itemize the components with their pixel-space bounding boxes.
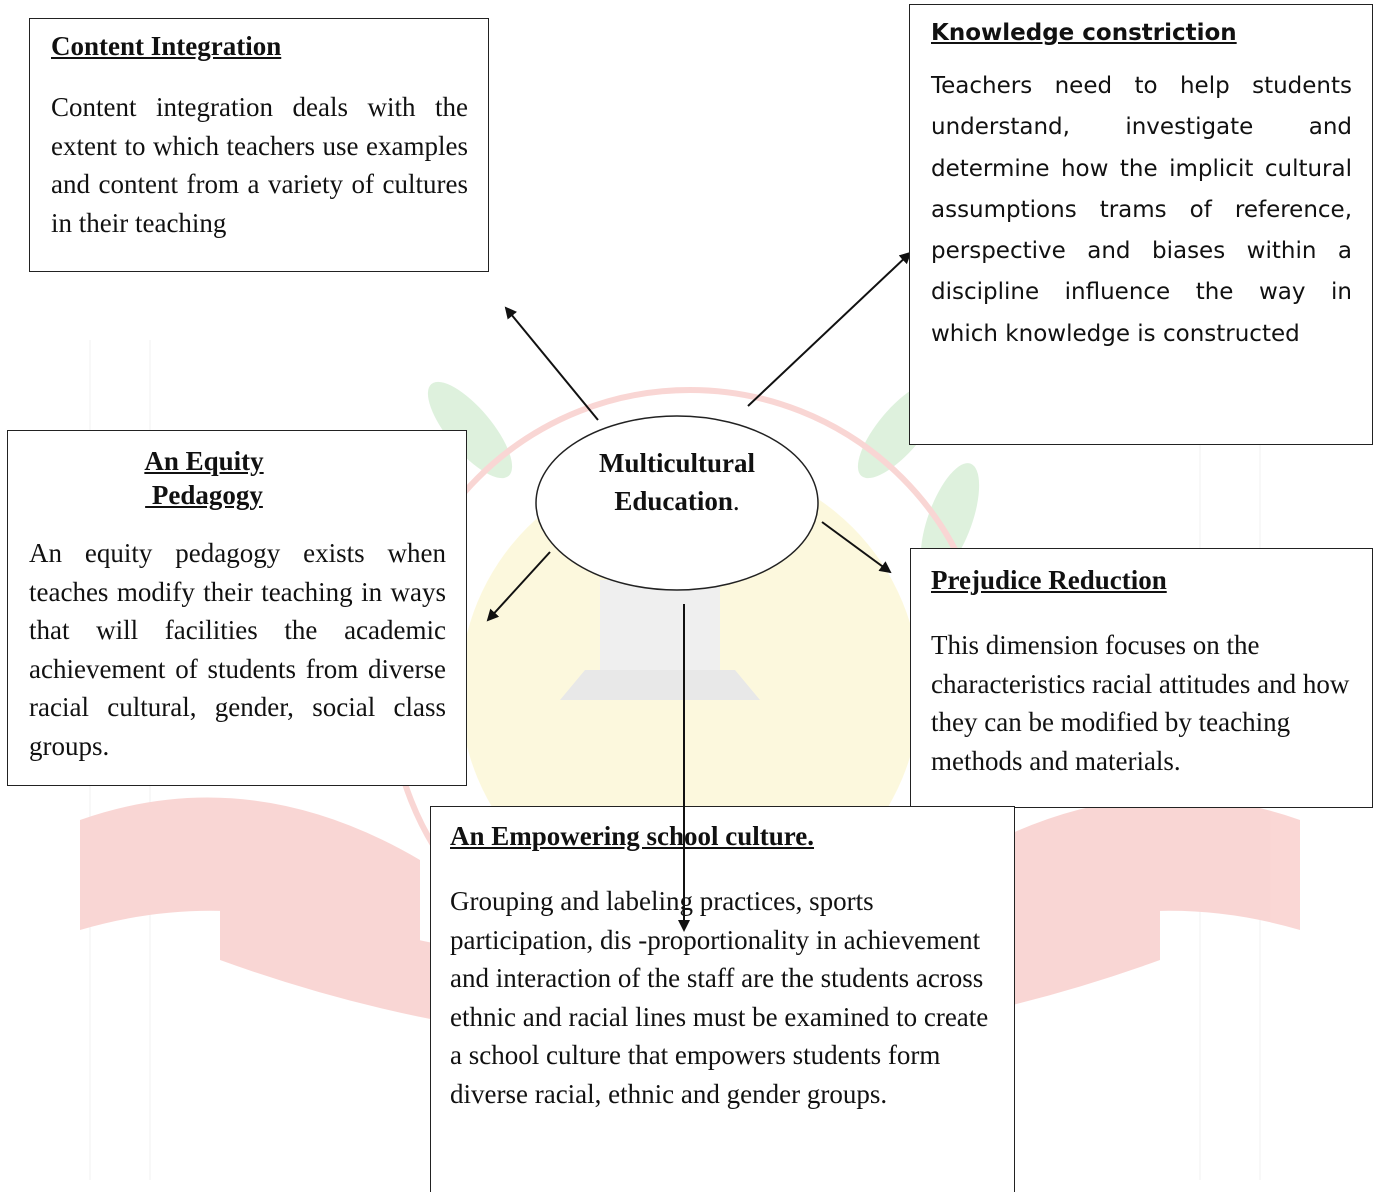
ribbon-shape: [80, 797, 420, 960]
equity-pedagogy-text: An equity pedagogy exists when teaches m…: [29, 538, 446, 761]
content-integration-text: Content integration deals with the exten…: [51, 92, 468, 238]
central-ellipse: [535, 415, 819, 591]
central-concept-node: Multicultural Education.: [534, 414, 820, 592]
empowering-culture-text: Grouping and labeling practices, sports …: [450, 886, 989, 1109]
prejudice-reduction-node: Prejudice Reduction This dimension focus…: [910, 548, 1373, 808]
central-concept-line1: Multicultural: [599, 448, 755, 478]
equity-pedagogy-node: An Equity Pedagogy An equity pedagogy ex…: [7, 430, 467, 786]
empowering-culture-title: An Empowering school culture.: [450, 821, 815, 851]
central-concept-label: Multicultural Education.: [534, 444, 820, 520]
content-integration-node: Content Integration Content integration …: [29, 18, 489, 272]
equity-pedagogy-title-line2: Pedagogy: [145, 480, 263, 510]
equity-pedagogy-title: An Equity Pedagogy: [69, 444, 339, 512]
prejudice-reduction-title: Prejudice Reduction: [931, 565, 1167, 595]
knowledge-construction-title: Knowledge constriction: [931, 20, 1237, 46]
knowledge-construction-text: Teachers need to help students understan…: [931, 73, 1352, 347]
content-integration-title: Content Integration: [51, 31, 282, 61]
prejudice-reduction-text: This dimension focuses on the characteri…: [931, 630, 1350, 776]
empowering-culture-node: An Empowering school culture. Grouping a…: [430, 806, 1015, 1192]
knowledge-construction-node: Knowledge constriction Teachers need to …: [909, 4, 1373, 445]
central-concept-dot: .: [732, 486, 740, 516]
equity-pedagogy-title-line1: An Equity: [144, 446, 264, 476]
central-concept-line2: Education: [614, 486, 733, 516]
